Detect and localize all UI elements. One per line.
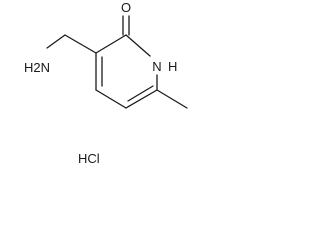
amine-label: H2N bbox=[24, 60, 50, 75]
bond-c5-c6 bbox=[125, 89, 158, 109]
bond-c2-c3 bbox=[95, 34, 127, 54]
ring-nitrogen-hydrogen-label: H bbox=[168, 59, 177, 74]
ring-nitrogen-label: N bbox=[152, 59, 161, 74]
bond-c4-c5 bbox=[95, 89, 127, 109]
oxygen-label: O bbox=[121, 0, 131, 15]
chemical-structure-diagram: O N H H2N HCl bbox=[24, 0, 188, 166]
bond-c5-c6-inner bbox=[127, 85, 154, 102]
aminomethyl-group bbox=[46, 34, 97, 54]
methyl-bond bbox=[156, 89, 188, 109]
pyridinone-ring bbox=[95, 34, 158, 109]
hydrochloride-label: HCl bbox=[78, 151, 100, 166]
bond-ch2-n bbox=[46, 34, 66, 49]
carbonyl-group bbox=[122, 15, 130, 36]
bond-n1-c2 bbox=[125, 34, 151, 57]
bond-c3-ch2 bbox=[64, 34, 97, 54]
